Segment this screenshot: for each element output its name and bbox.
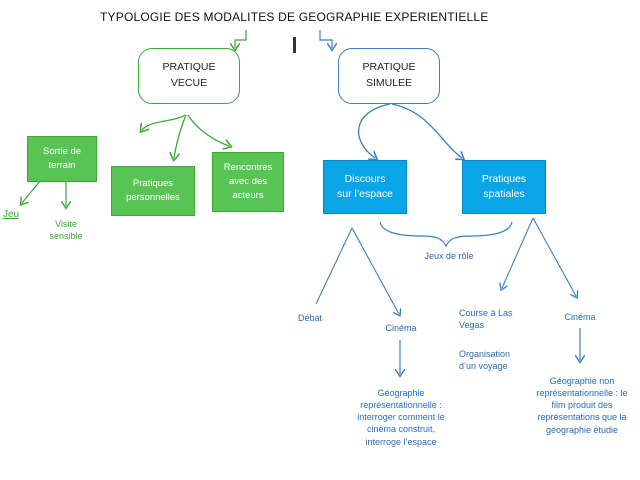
arrow-spatiales-to-course	[502, 217, 534, 288]
label-cinema-left: Cinéma	[385, 323, 417, 333]
arrow-vecue-to-personnelles	[174, 114, 187, 158]
arrow-simulee-to-spatiales	[391, 103, 462, 158]
label-course-las-vegas: Course à Las Vegas	[459, 308, 513, 331]
label-organisation-voyage: Organisation d’un voyage	[459, 349, 511, 372]
node-pratiques-spatiales: Pratiques spatiales	[462, 160, 546, 214]
arrow-sortie-to-jeu	[22, 180, 41, 203]
arrow-title-to-vecue	[235, 30, 247, 48]
arrow-vecue-to-rencontres	[187, 114, 229, 146]
label-cinema-right: Cinéma	[564, 312, 596, 322]
arrow-spatiales-to-cinema	[532, 217, 576, 296]
text-cursor	[293, 37, 296, 53]
line-discours-to-debat	[315, 227, 353, 305]
node-sortie-terrain: Sortie de terrain	[27, 136, 97, 182]
arrow-title-to-simulee	[319, 30, 332, 48]
label-debat: Débat	[297, 313, 323, 323]
label-jeu: Jeu	[3, 209, 20, 220]
brace-jeux-de-role	[379, 221, 513, 248]
node-discours-espace: Discours sur l’espace	[323, 160, 407, 214]
node-pratique-simulee: PRATIQUE SIMULEE	[338, 48, 440, 104]
node-pratique-vecue: PRATIQUE VECUE	[138, 48, 240, 104]
arrow-simulee-to-discours	[358, 103, 391, 158]
label-visite-sensible: Visite sensible	[49, 219, 83, 240]
arrow-discours-to-cinema	[351, 227, 399, 314]
label-geo-non-representationnelle: Géographie non représentationnelle : le …	[536, 376, 628, 435]
diagram-title: TYPOLOGIE DES MODALITES DE GEOGRAPHIE EX…	[100, 10, 489, 24]
arrow-vecue-to-sortie	[142, 114, 186, 130]
label-geo-representationnelle: Géographie représentationnelle : interro…	[357, 388, 445, 447]
node-pratiques-personnelles: Pratiques personnelles	[111, 166, 195, 216]
node-rencontres-acteurs: Rencontres avec des acteurs	[212, 152, 284, 212]
label-jeux-de-role: Jeux de rôle	[424, 251, 474, 261]
